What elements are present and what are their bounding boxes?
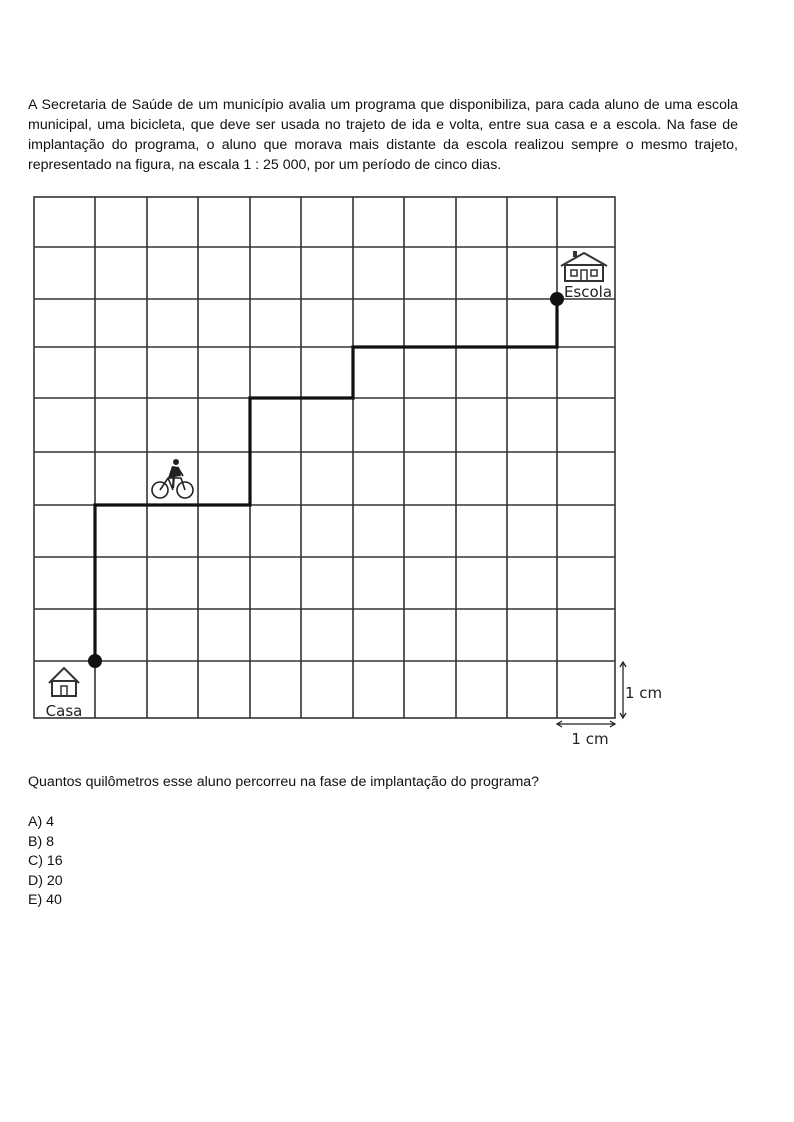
option-d[interactable]: D) 20 <box>28 872 63 889</box>
option-a[interactable]: A) 4 <box>28 814 55 830</box>
school-label: Escola <box>564 283 612 301</box>
cyclist-icon <box>151 459 194 499</box>
option-c[interactable]: C) 16 <box>28 853 63 869</box>
horizontal-scale-label: 1 cm <box>571 730 608 748</box>
question-text: Quantos quilômetros esse aluno percorreu… <box>28 774 540 790</box>
vertical-scale-arrow <box>619 660 627 720</box>
home-point <box>88 654 102 668</box>
house-icon <box>48 666 80 697</box>
home-label: Casa <box>46 702 83 720</box>
option-b[interactable]: B) 8 <box>28 833 55 850</box>
vertical-scale-label: 1 cm <box>625 684 662 702</box>
problem-statement: A Secretaria de Saúde de um município av… <box>28 97 738 173</box>
grid <box>33 196 616 719</box>
answer-options: A) 4 B) 8 C) 16 D) 20 E) 40 <box>28 813 63 911</box>
school-icon <box>560 251 608 282</box>
route-path <box>93 299 559 661</box>
school-point <box>550 292 564 306</box>
option-e[interactable]: E) 40 <box>28 892 62 908</box>
horizontal-scale-arrow <box>555 720 617 728</box>
